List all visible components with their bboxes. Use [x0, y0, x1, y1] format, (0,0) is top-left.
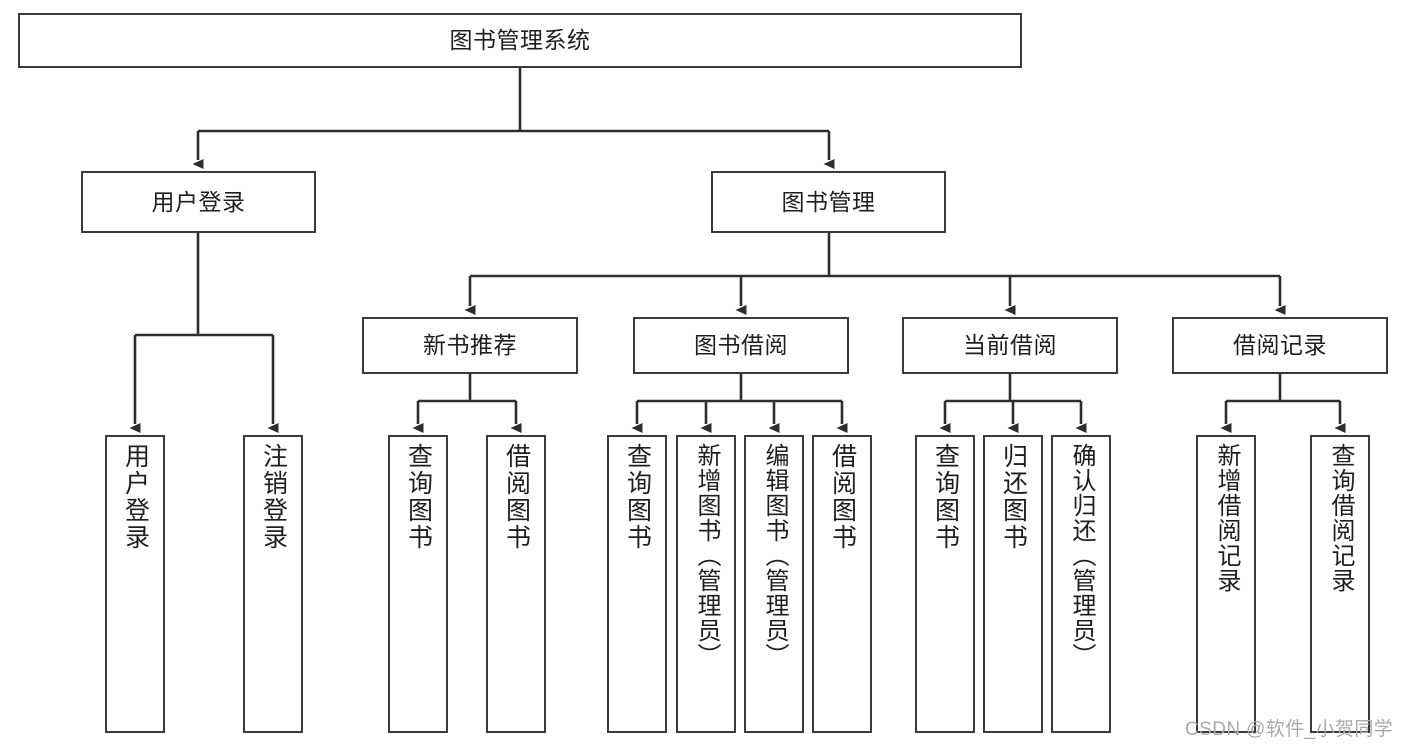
- node-new-book-recommend-label: 新书推荐: [423, 332, 517, 359]
- node-book-borrow-label: 图书借阅: [694, 332, 788, 359]
- node-leaf-query-book-nbr[interactable]: 查询图书: [388, 435, 448, 733]
- node-leaf-edit-book-admin[interactable]: 编辑图书（管理员）: [744, 435, 804, 733]
- node-leaf-user-login-label: 用户登录: [121, 443, 150, 551]
- node-borrow-record-label: 借阅记录: [1233, 332, 1327, 359]
- node-leaf-query-book-cb[interactable]: 查询图书: [915, 435, 975, 733]
- node-leaf-edit-book-admin-label: 编辑图书（管理员）: [761, 443, 788, 668]
- node-leaf-user-login[interactable]: 用户登录: [105, 435, 165, 733]
- node-leaf-query-borrow-record-label: 查询借阅记录: [1327, 443, 1354, 593]
- node-user-login[interactable]: 用户登录: [81, 171, 316, 233]
- node-leaf-query-book-bb[interactable]: 查询图书: [607, 435, 667, 733]
- node-book-manage-label: 图书管理: [781, 188, 876, 215]
- node-leaf-borrow-book-nbr[interactable]: 借阅图书: [486, 435, 546, 733]
- node-borrow-record[interactable]: 借阅记录: [1172, 317, 1388, 374]
- node-leaf-query-borrow-record[interactable]: 查询借阅记录: [1310, 435, 1370, 733]
- watermark: CSDN @软件_小贺同学: [1185, 719, 1394, 740]
- node-leaf-add-borrow-record-label: 新增借阅记录: [1213, 443, 1240, 593]
- node-leaf-return-book[interactable]: 归还图书: [983, 435, 1043, 733]
- node-leaf-add-book-admin[interactable]: 新增图书（管理员）: [676, 435, 736, 733]
- node-leaf-query-book-cb-label: 查询图书: [931, 443, 960, 551]
- node-leaf-add-borrow-record[interactable]: 新增借阅记录: [1196, 435, 1256, 733]
- node-root[interactable]: 图书管理系统: [18, 13, 1022, 68]
- node-leaf-query-book-bb-label: 查询图书: [623, 443, 652, 551]
- node-leaf-query-book-nbr-label: 查询图书: [404, 443, 433, 551]
- node-current-borrow[interactable]: 当前借阅: [902, 317, 1118, 374]
- node-book-borrow[interactable]: 图书借阅: [633, 317, 849, 374]
- node-book-manage[interactable]: 图书管理: [711, 171, 946, 233]
- node-leaf-borrow-book-bb[interactable]: 借阅图书: [812, 435, 872, 733]
- node-leaf-borrow-book-nbr-label: 借阅图书: [502, 443, 531, 551]
- node-root-label: 图书管理系统: [449, 27, 591, 54]
- node-new-book-recommend[interactable]: 新书推荐: [362, 317, 578, 374]
- node-leaf-borrow-book-bb-label: 借阅图书: [828, 443, 857, 551]
- node-leaf-confirm-return-admin-label: 确认归还（管理员）: [1068, 443, 1095, 668]
- node-leaf-add-book-admin-label: 新增图书（管理员）: [693, 443, 720, 668]
- node-current-borrow-label: 当前借阅: [963, 332, 1057, 359]
- node-leaf-logout-login[interactable]: 注销登录: [243, 435, 303, 733]
- node-user-login-label: 用户登录: [151, 188, 246, 215]
- node-leaf-logout-login-label: 注销登录: [259, 443, 288, 551]
- node-leaf-confirm-return-admin[interactable]: 确认归还（管理员）: [1051, 435, 1111, 733]
- node-leaf-return-book-label: 归还图书: [999, 443, 1028, 551]
